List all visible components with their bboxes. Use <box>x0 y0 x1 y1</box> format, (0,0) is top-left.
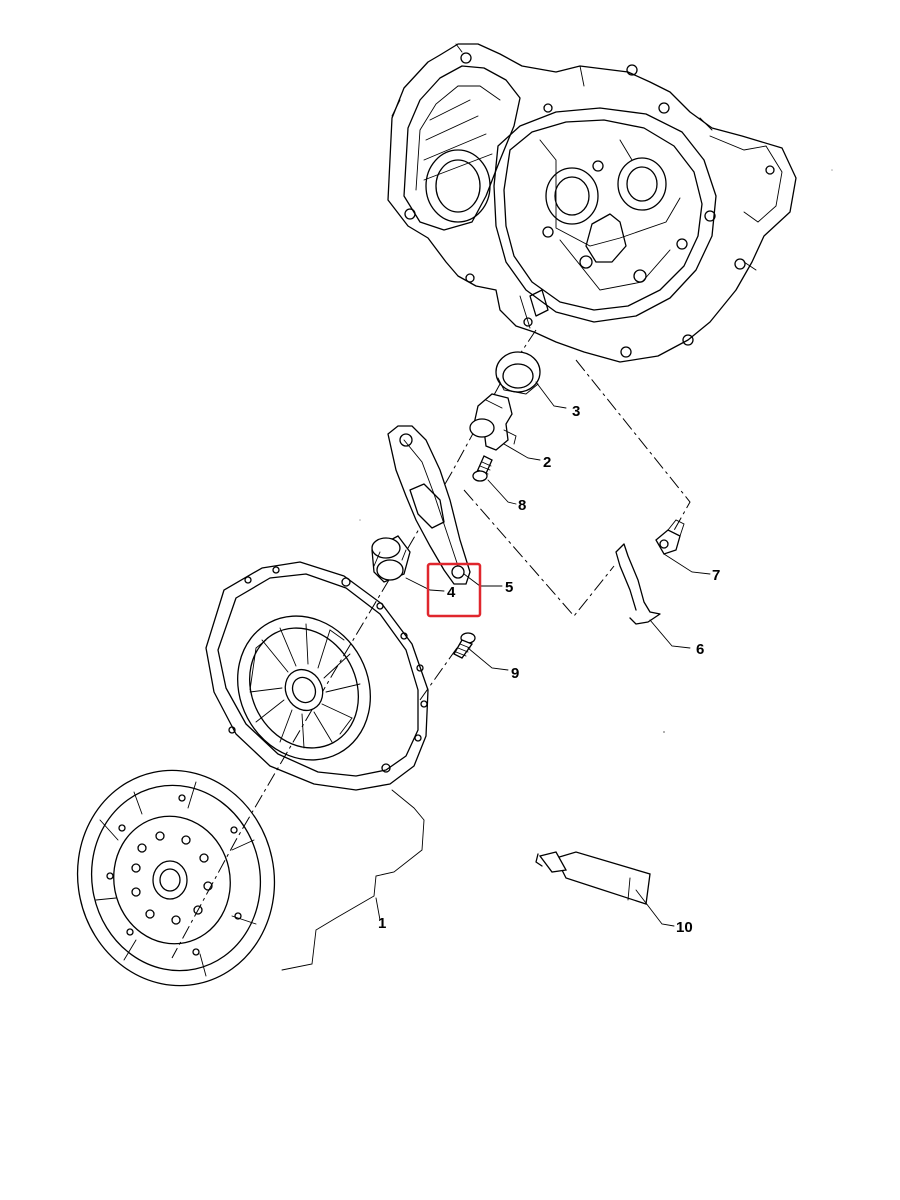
callout-2[interactable]: 2 <box>543 454 551 471</box>
part-6-spring-clip <box>615 543 661 625</box>
part-2-guide-sleeve <box>469 393 517 451</box>
clutch-disc <box>76 769 276 987</box>
highlight-box-part-4 <box>426 562 482 618</box>
callout-5[interactable]: 5 <box>505 579 513 596</box>
callout-4[interactable]: 4 <box>447 584 456 601</box>
housing-bolt-holes <box>404 52 775 358</box>
part-5-release-fork <box>387 425 471 585</box>
part-9-bolt <box>453 632 476 659</box>
part-10-grease-tube <box>535 851 651 905</box>
transmission-housing <box>387 43 797 363</box>
callout-8[interactable]: 8 <box>518 497 526 514</box>
scan-speckles <box>359 169 833 733</box>
clutch-disc-holes <box>106 794 242 956</box>
part-4-bushing <box>371 535 411 583</box>
part-7-switch <box>655 519 685 555</box>
callout-10[interactable]: 10 <box>676 919 693 936</box>
callout-labels: 1 2 3 4 5 6 7 8 9 10 <box>378 403 720 936</box>
part-8-bolt <box>472 455 493 482</box>
callout-7[interactable]: 7 <box>712 567 720 584</box>
callout-9[interactable]: 9 <box>511 665 519 682</box>
callout-6[interactable]: 6 <box>696 641 704 658</box>
part-3-seal-ring <box>495 351 541 395</box>
pressure-plate-rivets <box>228 566 428 773</box>
clutch-pressure-plate <box>205 561 429 791</box>
callout-3[interactable]: 3 <box>572 403 580 420</box>
callout-1[interactable]: 1 <box>378 915 386 932</box>
